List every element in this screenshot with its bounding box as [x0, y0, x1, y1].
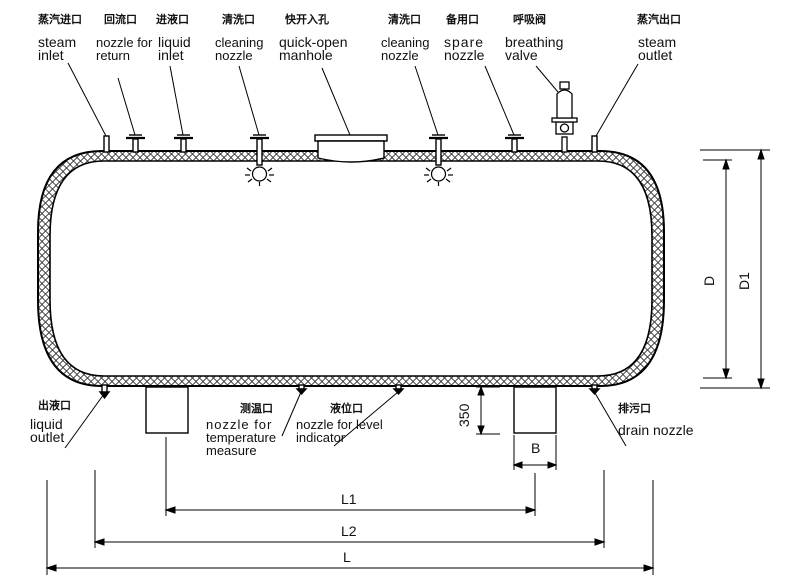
spray-ball-2 — [424, 166, 453, 186]
drain-label-en: drain nozzle — [618, 422, 694, 438]
manhole-label-cn: 快开入孔 — [285, 13, 329, 26]
steam-outlet-nozzle — [591, 135, 598, 153]
temperature-label-en3: measure — [206, 443, 257, 458]
liquid-outlet-nozzle — [98, 384, 111, 400]
spray-ball-1 — [245, 166, 274, 186]
dim-350-label: 350 — [456, 403, 472, 427]
drain-nozzle — [588, 384, 601, 396]
steam-outlet-label-en2: outlet — [638, 47, 673, 63]
liquid-inlet-label-en1: liquid — [158, 34, 191, 50]
tank-inner-shell — [49, 160, 653, 377]
steam-inlet-nozzle — [103, 135, 110, 153]
dim-D1-label: D1 — [736, 272, 752, 290]
level-nozzle — [392, 384, 405, 396]
dim-L-label: L — [343, 549, 351, 565]
temperature-label-en2: temperature — [206, 430, 277, 445]
liquid-inlet-label-en2: inlet — [158, 47, 184, 63]
spare-label-en1: spare — [444, 34, 485, 50]
bottom-nozzles — [98, 384, 601, 400]
steam-outlet-label-en1: steam — [638, 34, 677, 50]
right-support — [513, 386, 557, 434]
steam-inlet-label-en1: steam — [38, 34, 77, 50]
top-nozzles — [103, 134, 598, 166]
dim-L2-label: L2 — [341, 523, 357, 539]
liquid-outlet-label-en2: outlet — [30, 429, 65, 445]
level-label-en2: indicator — [296, 430, 346, 445]
breathing-valve-label-en2: valve — [505, 47, 538, 63]
quick-open-manhole — [314, 134, 388, 163]
return-label-en1: nozzle for — [96, 35, 153, 50]
liquid-outlet-label-cn: 出液口 — [38, 399, 71, 412]
temperature-label-cn: 测温口 — [240, 402, 273, 415]
breathing-valve-label-en1: breathing — [505, 34, 564, 50]
dim-D-label: D — [701, 275, 717, 286]
manhole-label-en1: quick-open — [279, 34, 348, 50]
leader-lines — [64, 62, 639, 449]
dimension-lines — [45, 148, 770, 575]
level-label-en1: nozzle for level — [296, 417, 383, 432]
left-support — [145, 386, 189, 434]
cleaning-nozzle-1-label-cn: 清洗口 — [222, 13, 255, 26]
level-label-cn: 液位口 — [330, 402, 363, 415]
cleaning-nozzle-1 — [250, 134, 269, 166]
liquid-outlet-label-en1: liquid — [30, 416, 63, 432]
tank-body — [37, 150, 665, 387]
return-label-en2: return — [96, 48, 130, 63]
dim-L1-label: L1 — [341, 491, 357, 507]
cleaning-nozzle-1-label-en2: nozzle — [215, 48, 253, 63]
saddle-supports — [145, 386, 557, 434]
cleaning-nozzle-2 — [429, 134, 448, 166]
cleaning-nozzle-2-label-en1: cleaning — [381, 35, 430, 50]
steam-inlet-label-en2: inlet — [38, 47, 64, 63]
breathing-valve — [551, 81, 578, 153]
spare-label-en2: nozzle — [444, 47, 485, 63]
return-label-cn: 回流口 — [104, 13, 137, 26]
temperature-label-en1: nozzle for — [206, 417, 273, 432]
cleaning-nozzle-1-label-en1: cleaning — [215, 35, 264, 50]
dim-B-label: B — [531, 440, 541, 456]
spare-nozzle — [505, 134, 524, 153]
steam-outlet-label-cn: 蒸汽出口 — [637, 13, 681, 26]
manhole-label-en2: manhole — [279, 47, 333, 63]
liquid-inlet-label-cn: 进液口 — [156, 13, 189, 26]
spare-label-cn: 备用口 — [446, 13, 479, 26]
breathing-valve-label-cn: 呼吸阀 — [513, 13, 546, 26]
drain-label-cn: 排污口 — [618, 402, 651, 415]
liquid-inlet-nozzle — [174, 134, 193, 153]
temperature-nozzle — [295, 384, 308, 396]
cleaning-nozzle-2-label-cn: 清洗口 — [388, 13, 421, 26]
steam-inlet-label-cn: 蒸汽进口 — [38, 13, 82, 26]
return-nozzle — [126, 134, 145, 153]
cleaning-nozzle-2-label-en2: nozzle — [381, 48, 419, 63]
